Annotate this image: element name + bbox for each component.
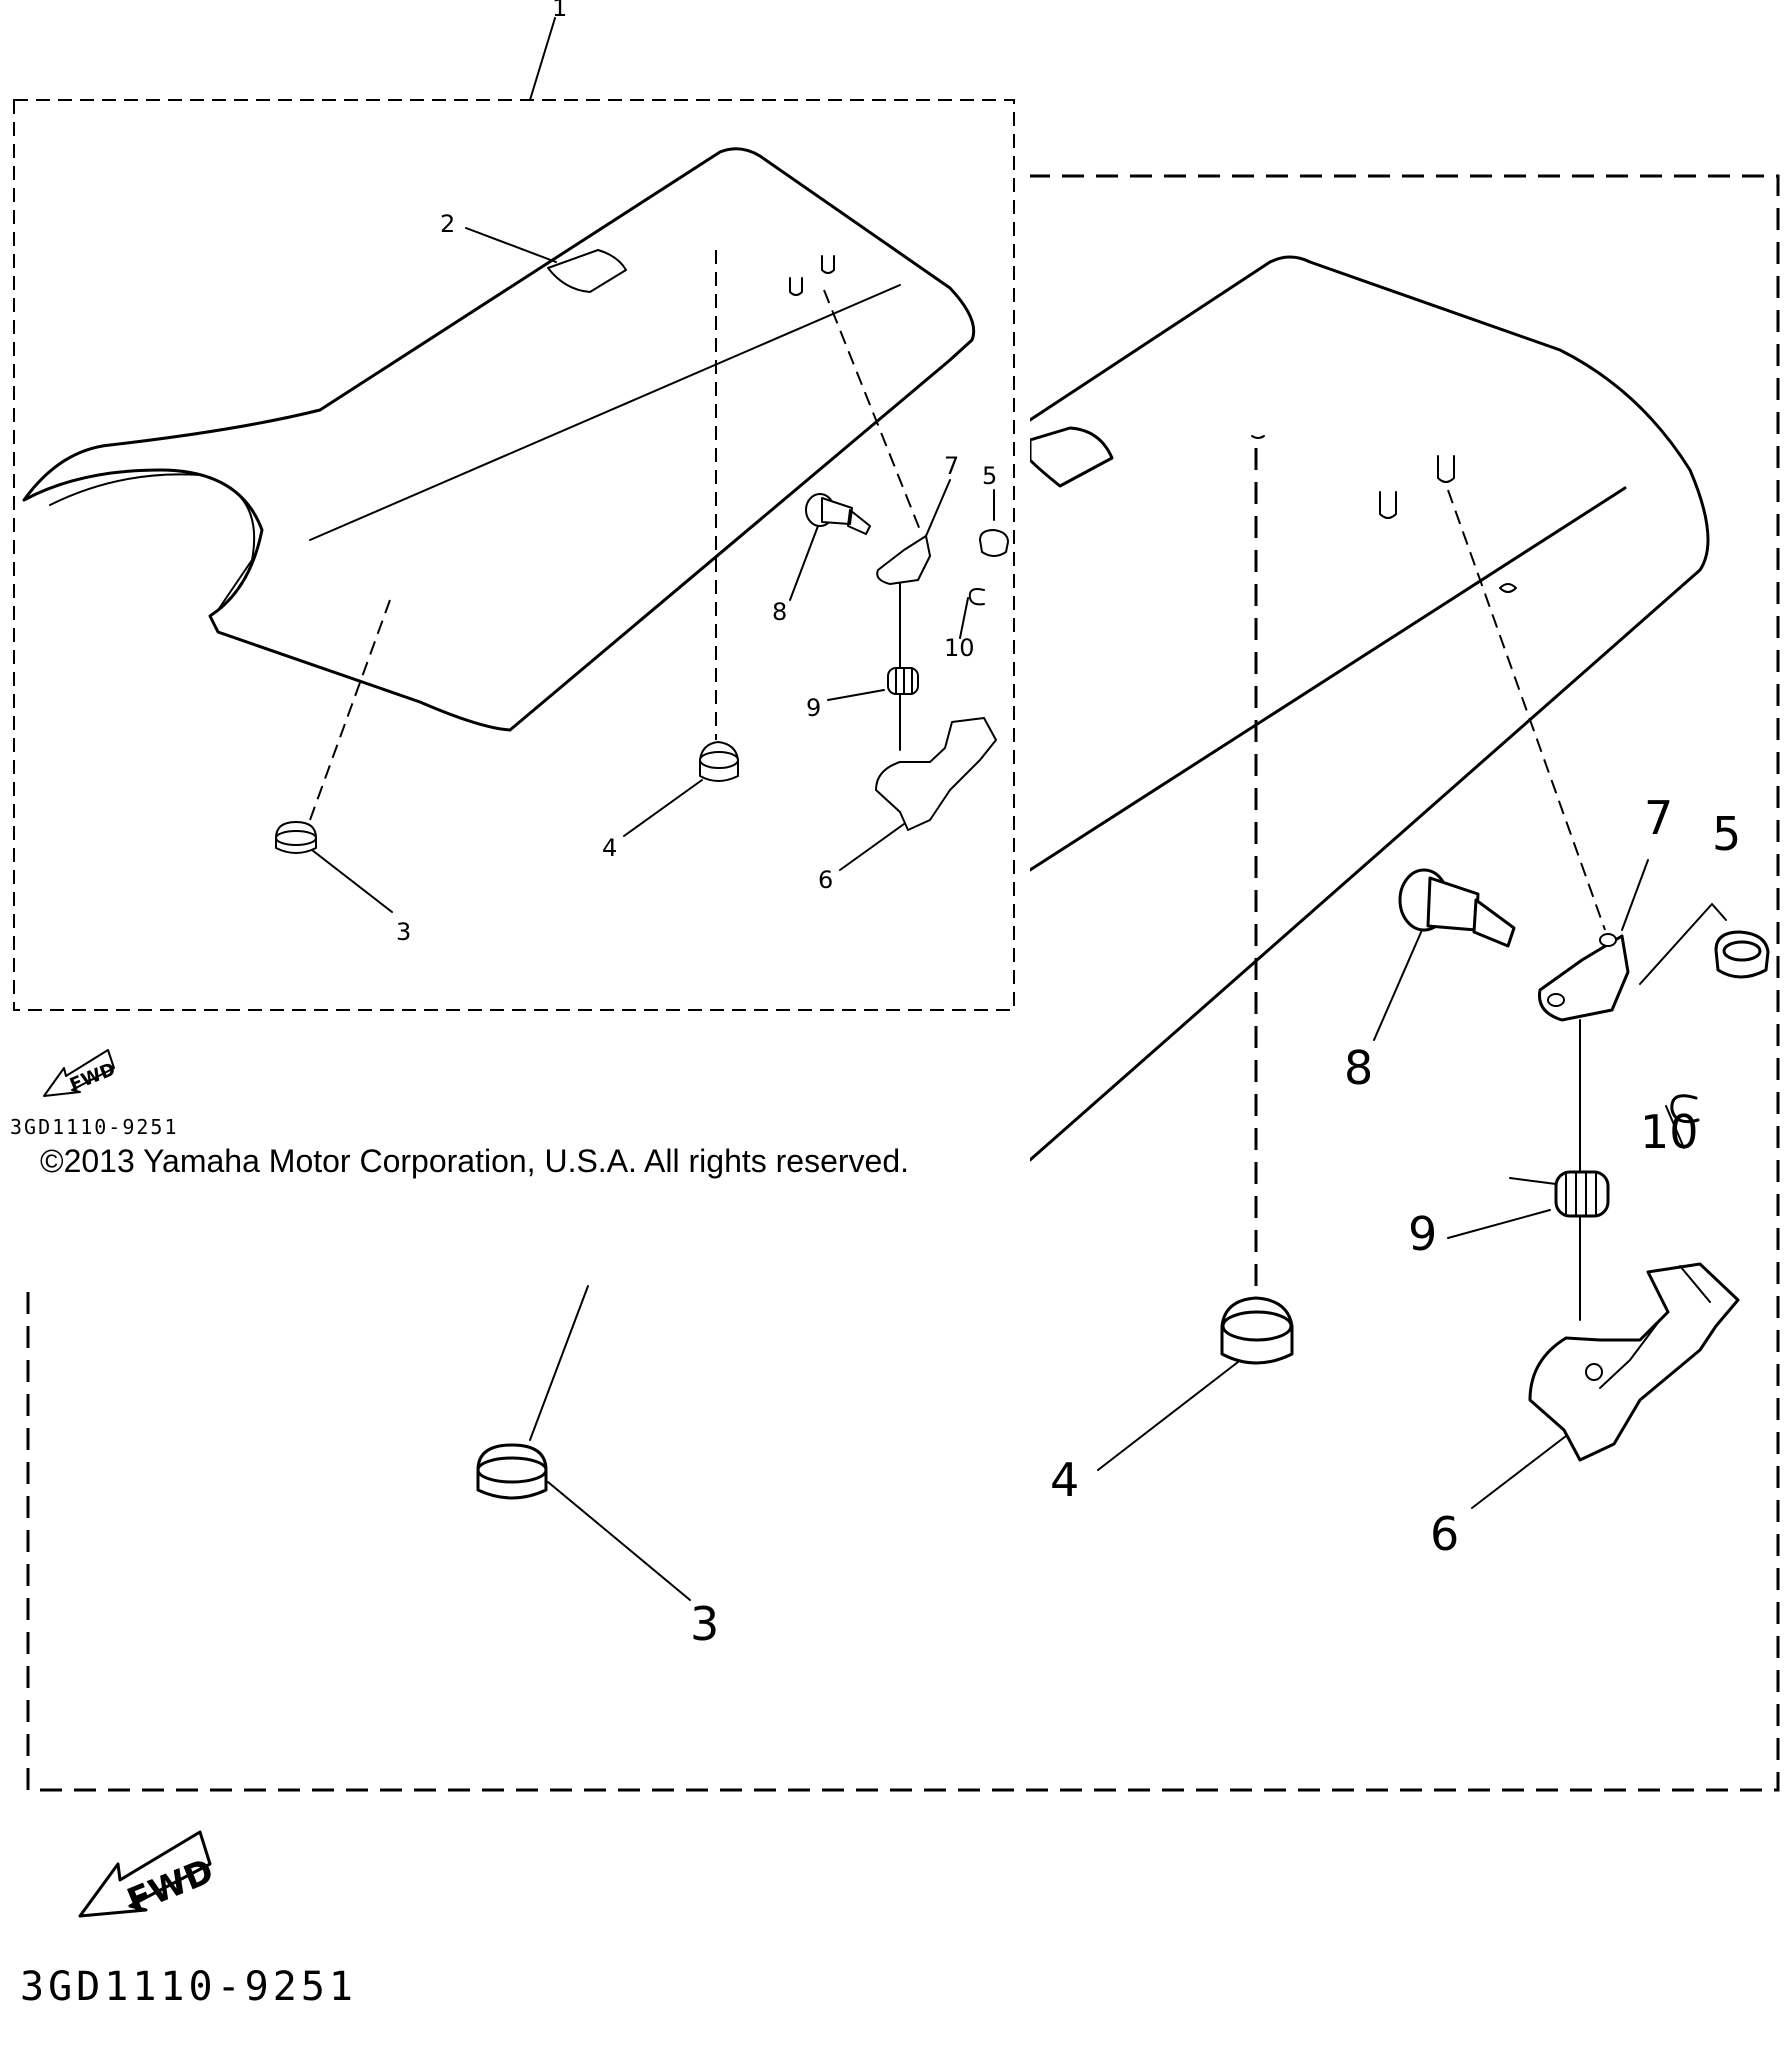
small-part-4-damper [699,741,739,782]
leader-1 [529,17,556,101]
small-callout-6 [839,823,905,871]
callout-4 [1097,1361,1239,1471]
small-part-7-bracket [876,535,931,585]
large-label-5: 5 [1712,807,1741,861]
large-part-6-latch [1528,1262,1740,1462]
large-label-10: 10 [1640,1105,1699,1159]
small-label-6: 6 [818,866,833,894]
large-label-8: 8 [1344,1041,1373,1095]
small-callout-9 [827,689,885,701]
small-part-10-clip [968,588,985,606]
small-label-10: 10 [944,634,975,662]
slot-mark [821,255,835,274]
small-label-1: 1 [552,0,567,22]
small-label-9: 9 [806,694,821,722]
small-part-9-spring [887,667,919,695]
small-part-3-grommet [275,821,317,854]
large-grip-notch [1028,426,1114,488]
large-label-4: 4 [1050,1453,1079,1507]
callout-9b [1509,1177,1557,1185]
large-seat-outline [1028,255,1710,1162]
small-label-8: 8 [772,598,787,626]
small-seat-edge [309,284,901,541]
large-part-8-bolt [1398,868,1516,948]
copyright-notice: ©2013 Yamaha Motor Corporation, U.S.A. A… [40,1143,909,1179]
callout-8 [1373,929,1423,1041]
large-part-3-grommet [476,1443,548,1500]
large-seat-edge [1028,486,1627,872]
callout-7 [1621,859,1649,931]
small-label-7: 7 [944,452,959,480]
large-part-4-damper [1220,1296,1294,1365]
slot-mark [789,277,803,296]
small-part-5-nut [979,529,1009,557]
small-callout-3 [311,849,393,913]
large-part-10-clip [1670,1094,1700,1124]
small-label-5: 5 [982,462,997,490]
small-callout-4 [623,779,703,837]
large-part-9-spring [1554,1170,1610,1218]
large-part-7-bracket [1537,933,1630,1022]
callout-10 [1665,1105,1685,1149]
large-label-7: 7 [1644,791,1673,845]
large-label-6: 6 [1430,1507,1459,1561]
small-part-8-bolt [805,493,871,535]
small-label-4: 4 [602,834,617,862]
small-part-6-latch [875,717,997,831]
leader-3 [529,1285,589,1441]
slot-mark [1437,455,1455,483]
small-callout-7 [925,479,951,537]
small-label-2: 2 [440,210,455,238]
large-drawing-code: 3GD1110-9251 [20,1964,357,2010]
large-fwd-arrow-icon: FWD [78,1830,219,1922]
small-grip-notch [547,249,627,293]
callout-3 [547,1481,691,1601]
callout-9 [1447,1209,1551,1239]
small-callout-2 [465,227,557,263]
slot-mark [1379,491,1397,519]
callout-5 [1639,903,1727,985]
large-label-9: 9 [1408,1207,1437,1261]
small-callout-8 [789,525,819,601]
small-callout-10 [959,597,969,639]
hole-mark [1499,583,1517,593]
small-diagram: 1 2 3 4 5 6 7 8 9 10 FWD 3GD1110-9251 [10,0,1015,1139]
hole-mark [1251,435,1265,439]
large-part-5-nut [1714,930,1770,979]
small-leader-3 [309,599,391,821]
callout-6 [1471,1435,1567,1509]
large-frame [26,174,1780,1792]
small-label-3: 3 [396,918,411,946]
large-label-3: 3 [690,1597,719,1651]
leader-7 [1447,489,1606,931]
inset-background [0,0,1030,1175]
small-frame [13,99,1015,1011]
small-drawing-code: 3GD1110-9251 [10,1115,179,1139]
